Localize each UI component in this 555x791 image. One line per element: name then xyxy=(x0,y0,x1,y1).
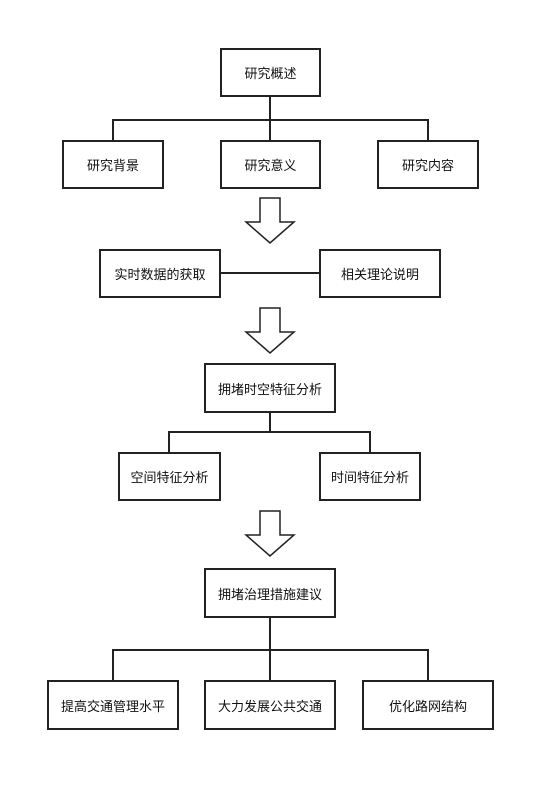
node-background: 研究背景 xyxy=(62,140,164,189)
node-management: 提高交通管理水平 xyxy=(47,680,179,730)
down-arrow-icon xyxy=(244,510,296,557)
node-theory: 相关理论说明 xyxy=(319,249,441,298)
node-road-network: 优化路网结构 xyxy=(362,680,494,730)
node-governance: 拥堵治理措施建议 xyxy=(204,568,336,618)
node-temporal: 时间特征分析 xyxy=(319,452,421,501)
node-significance: 研究意义 xyxy=(220,140,321,189)
node-congestion-analysis: 拥堵时空特征分析 xyxy=(204,363,336,413)
node-content: 研究内容 xyxy=(377,140,479,189)
node-overview: 研究概述 xyxy=(220,48,321,97)
node-public-transport: 大力发展公共交通 xyxy=(204,680,336,730)
down-arrow-icon xyxy=(244,197,296,244)
node-realtime-data: 实时数据的获取 xyxy=(99,249,221,298)
node-spatial: 空间特征分析 xyxy=(118,452,221,501)
down-arrow-icon xyxy=(244,307,296,354)
